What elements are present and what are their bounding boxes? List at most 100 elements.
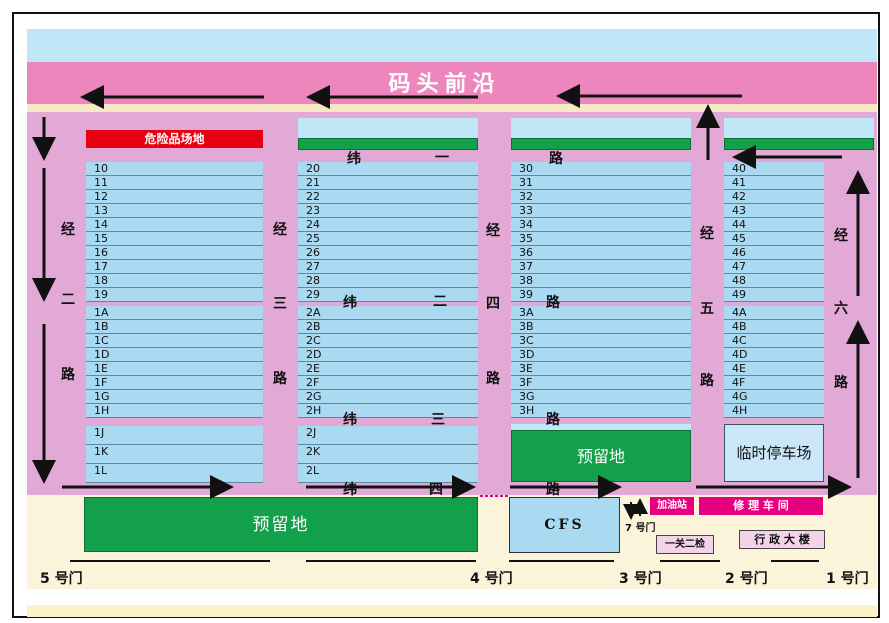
road-jing6-char2: 六: [834, 301, 848, 317]
yard-row-label: 1H: [94, 404, 110, 417]
yard-row-label: 4F: [732, 376, 746, 389]
yard-row-4E: 4E: [724, 362, 824, 376]
yard-row-36: 36: [511, 246, 691, 260]
road-jing2-char2: 二: [61, 292, 75, 308]
yard-row-label: 2A: [306, 306, 321, 319]
road-jing2-char3: 路: [61, 367, 75, 383]
yard-row-label: 41: [732, 176, 746, 189]
yard-row-label: 3G: [519, 390, 535, 403]
yard-row-label: 25: [306, 232, 320, 245]
gate-2: 2 号门: [725, 571, 768, 587]
green-strip-2: [298, 138, 478, 150]
yard-row-label: 4C: [732, 334, 747, 347]
yard-row-24: 24: [298, 218, 478, 232]
yard-row-label: 48: [732, 274, 746, 287]
yard-row-label: 1D: [94, 348, 110, 361]
yard-row-4C: 4C: [724, 334, 824, 348]
yard-row-30: 30: [511, 162, 691, 176]
yard-row-2K: 2K: [298, 445, 478, 464]
yard-row-label: 42: [732, 190, 746, 203]
yard-row-2H: 2H: [298, 404, 478, 418]
wharf-front-title: 码头前沿: [388, 72, 501, 97]
yard-row-4B: 4B: [724, 320, 824, 334]
yard-row-label: 39: [519, 288, 533, 301]
yard-row-label: 2L: [306, 464, 320, 477]
yard-row-3A: 3A: [511, 306, 691, 320]
apron-strip: [27, 104, 877, 112]
yard-row-4D: 4D: [724, 348, 824, 362]
fence-line-4: [660, 560, 720, 562]
reserve-top-strip: [511, 424, 691, 430]
yard-row-35: 35: [511, 232, 691, 246]
yard-row-label: 2G: [306, 390, 322, 403]
yard-row-label: 12: [94, 190, 108, 203]
yard-row-27: 27: [298, 260, 478, 274]
bottom-stripe: [27, 605, 877, 617]
strip-sky-4: [724, 118, 874, 138]
yard-row-label: 14: [94, 218, 108, 231]
yard-row-label: 4B: [732, 320, 747, 333]
yard-row-2C: 2C: [298, 334, 478, 348]
yard-row-29: 29: [298, 288, 478, 302]
fence-line-2: [306, 560, 476, 562]
gate-4: 4 号门: [470, 571, 513, 587]
yard-row-label: 3H: [519, 404, 535, 417]
yard-row-23: 23: [298, 204, 478, 218]
yard-row-3C: 3C: [511, 334, 691, 348]
yard-row-25: 25: [298, 232, 478, 246]
yard-row-label: 23: [306, 204, 320, 217]
road-jing6-char1: 经: [834, 228, 848, 244]
yard-row-label: 49: [732, 288, 746, 301]
yard-row-10: 10: [86, 162, 263, 176]
reserve-area-large: 预留地: [84, 497, 478, 552]
yard-row-31: 31: [511, 176, 691, 190]
yard-row-label: 13: [94, 204, 108, 217]
yard-row-label: 3E: [519, 362, 533, 375]
yard-row-14: 14: [86, 218, 263, 232]
yard-row-label: 2J: [306, 426, 317, 439]
yard-row-20: 20: [298, 162, 478, 176]
yard-row-49: 49: [724, 288, 824, 302]
yard-row-label: 37: [519, 260, 533, 273]
yard-row-label: 1K: [94, 445, 109, 458]
yard-row-label: 27: [306, 260, 320, 273]
yard-row-1G: 1G: [86, 390, 263, 404]
yard-row-label: 4G: [732, 390, 748, 403]
yard-row-label: 10: [94, 162, 108, 175]
yard-row-label: 1G: [94, 390, 110, 403]
yard-row-1A: 1A: [86, 306, 263, 320]
yard-row-2F: 2F: [298, 376, 478, 390]
yard-row-2B: 2B: [298, 320, 478, 334]
gate-3: 3 号门: [619, 571, 662, 587]
yard-row-label: 36: [519, 246, 533, 259]
road-jing3-char3: 路: [273, 371, 287, 387]
yard-row-32: 32: [511, 190, 691, 204]
yard-row-label: 26: [306, 246, 320, 259]
yard-row-label: 21: [306, 176, 320, 189]
yard-row-label: 32: [519, 190, 533, 203]
yard-row-label: 19: [94, 288, 108, 301]
yard-row-label: 1C: [94, 334, 109, 347]
road-wei3-char1: 纬: [343, 412, 357, 428]
yard-row-label: 17: [94, 260, 108, 273]
yard-row-label: 38: [519, 274, 533, 287]
yard-row-17: 17: [86, 260, 263, 274]
road-jing2-char1: 经: [61, 222, 75, 238]
yard-row-4A: 4A: [724, 306, 824, 320]
road-wei1-char1: 纬: [347, 151, 361, 167]
yard-row-label: 1E: [94, 362, 108, 375]
road-jing4-char2: 四: [486, 296, 500, 312]
yard-row-1B: 1B: [86, 320, 263, 334]
water-band: [27, 29, 877, 62]
yard-row-26: 26: [298, 246, 478, 260]
yard-row-label: 29: [306, 288, 320, 301]
yard-row-label: 2K: [306, 445, 321, 458]
road-jing5-char2: 五: [700, 301, 714, 317]
yard-row-15: 15: [86, 232, 263, 246]
yard-row-1E: 1E: [86, 362, 263, 376]
yard-row-label: 24: [306, 218, 320, 231]
